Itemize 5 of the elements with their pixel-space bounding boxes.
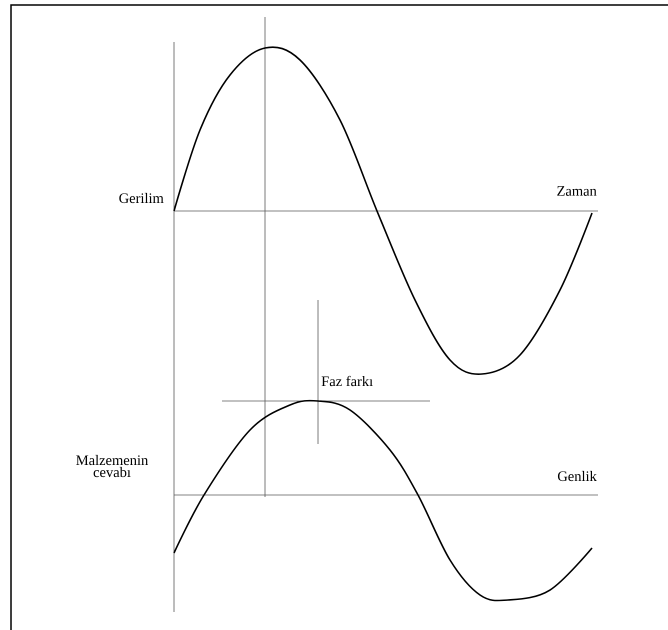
axis-label: Genlik xyxy=(558,470,597,482)
axis-label: Faz farkı xyxy=(322,376,373,386)
axis-label: Gerilim xyxy=(119,192,164,204)
axis-label: Malzemenin cevabı xyxy=(76,454,148,478)
axis-label: Zaman xyxy=(557,186,597,196)
